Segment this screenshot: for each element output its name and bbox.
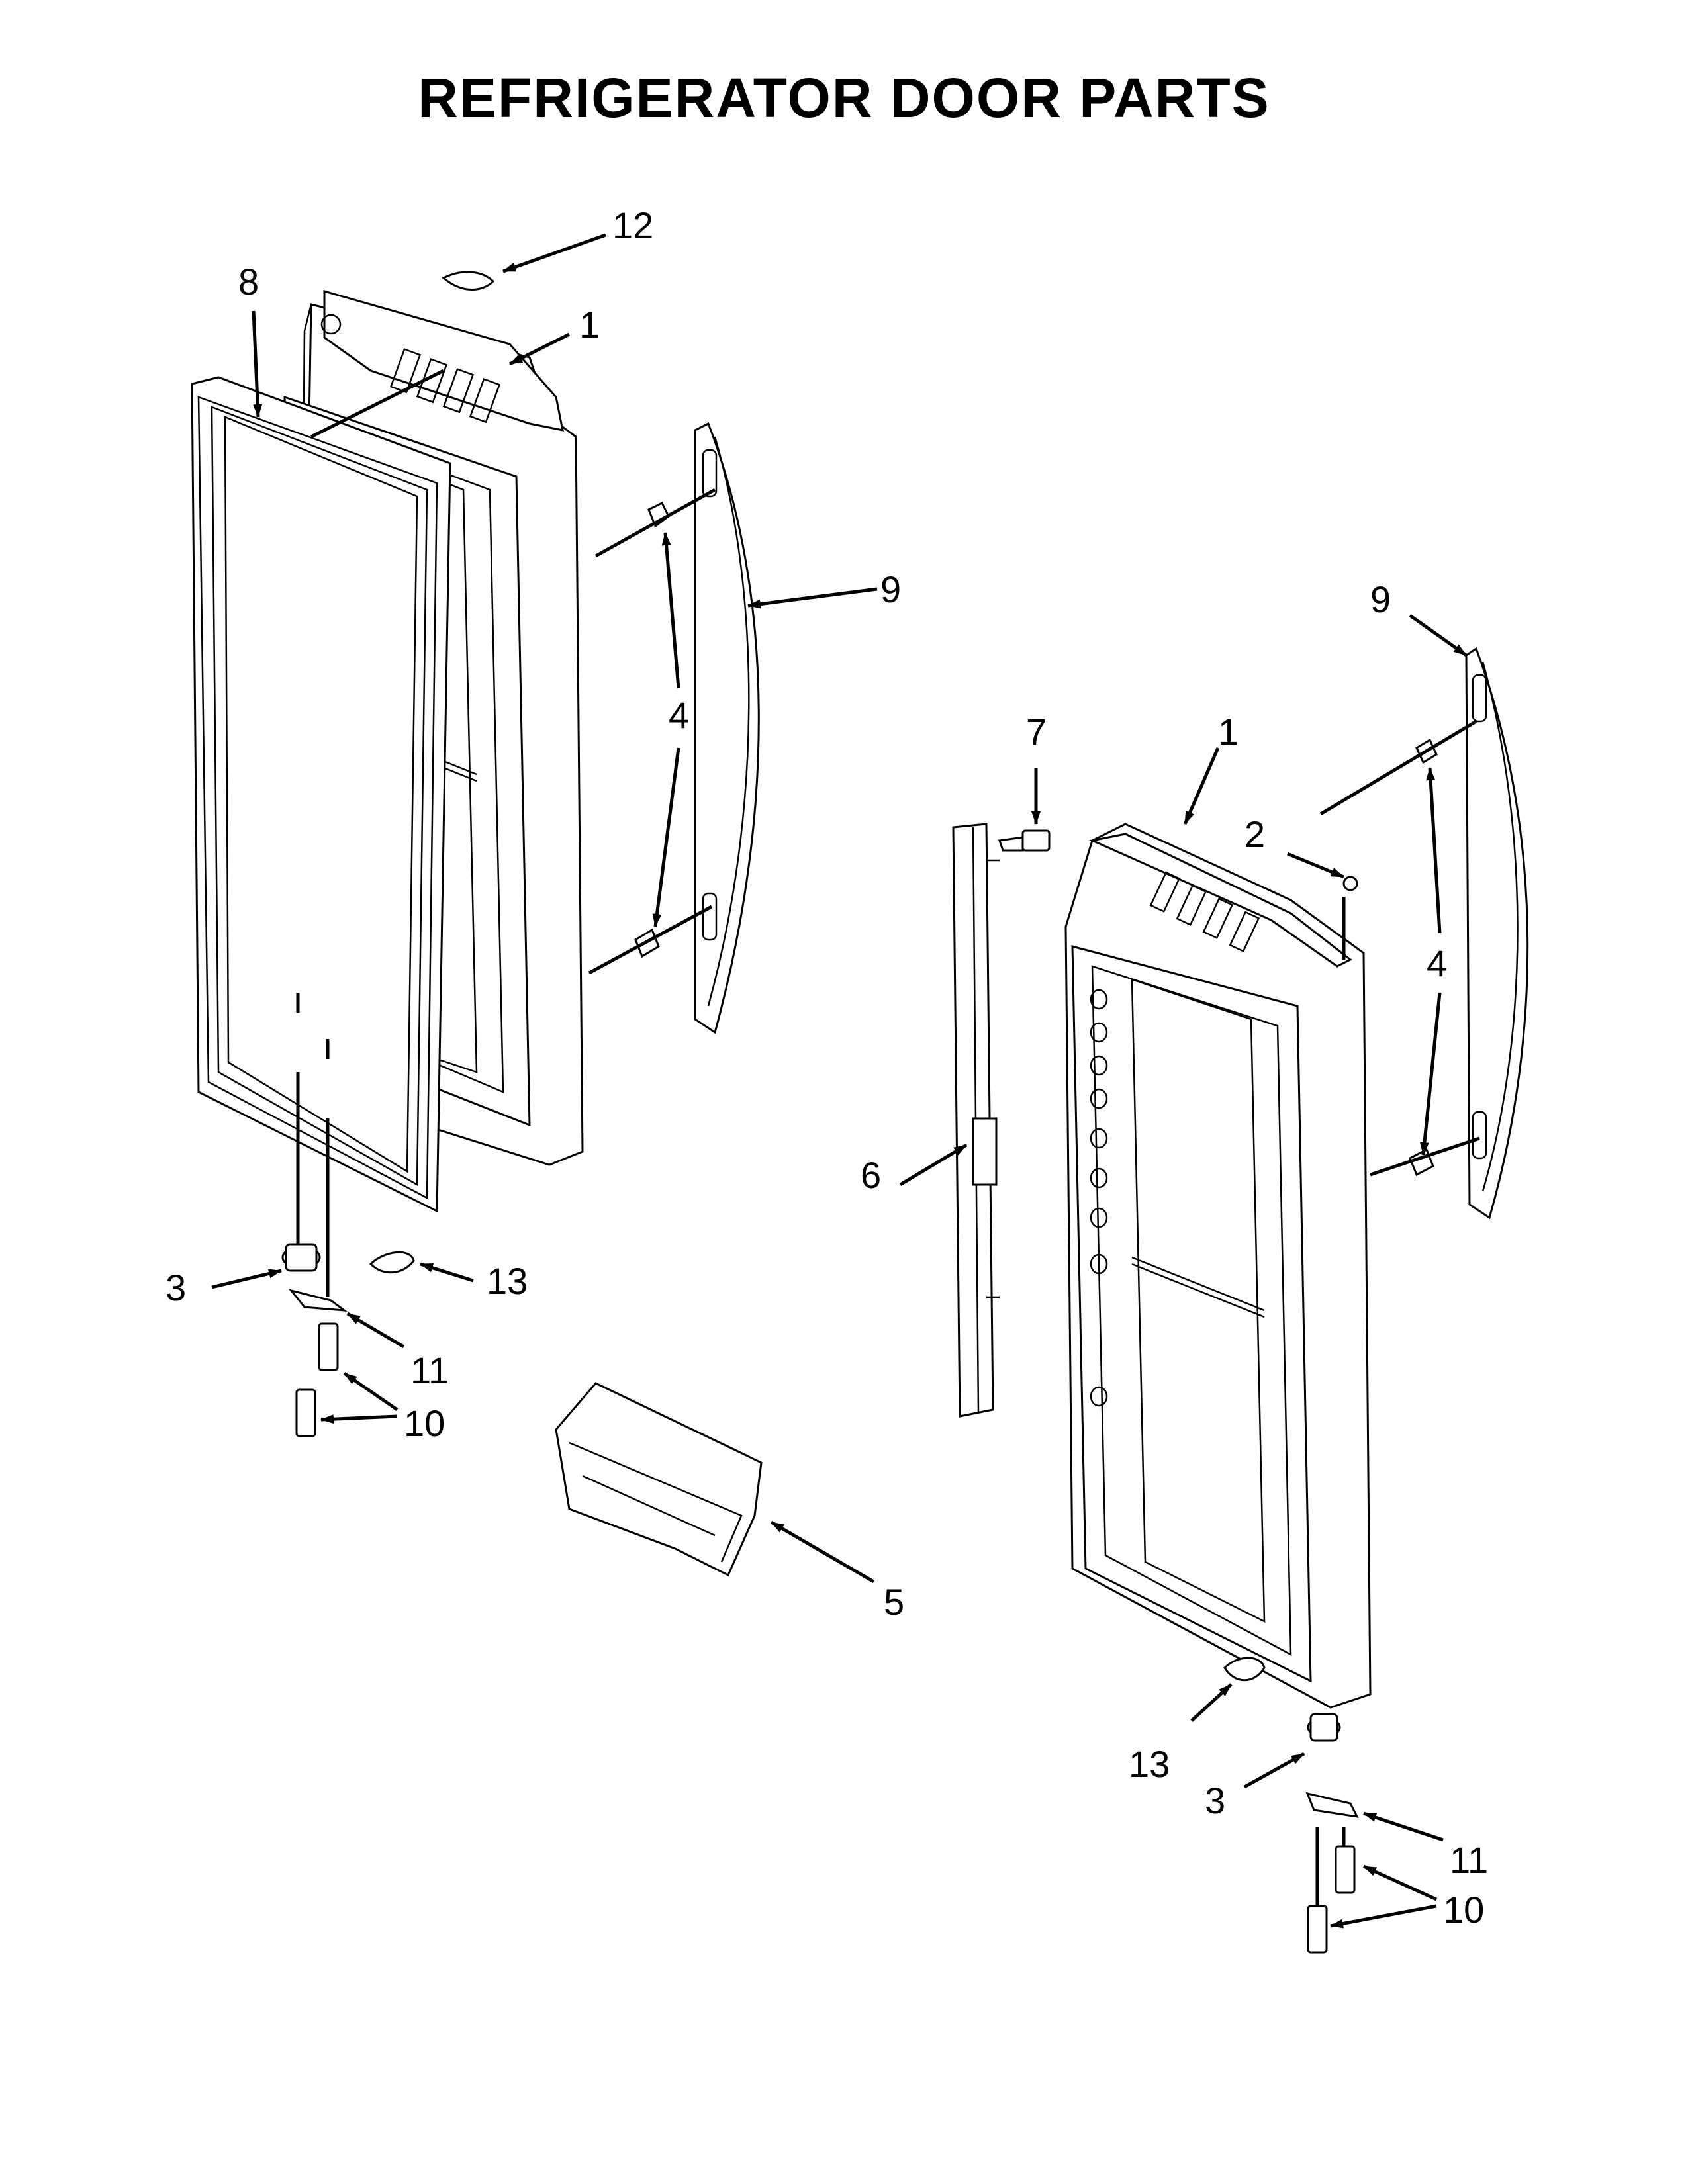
- left-handle-screws: [634, 501, 670, 958]
- callout-3-right: 3: [1205, 1780, 1225, 1821]
- callout-4-right: 4: [1427, 942, 1447, 984]
- left-hinge-parts: [281, 993, 415, 1437]
- callout-12-left: 12: [612, 205, 653, 246]
- callout-8-left: 8: [238, 261, 259, 302]
- page-title: REFRIGERATOR DOOR PARTS: [418, 67, 1270, 129]
- callout-1-left: 1: [579, 304, 600, 345]
- right-door-handle: [1465, 647, 1529, 1220]
- right-hinge-parts: [1223, 1657, 1359, 1954]
- callout-2-right: 2: [1244, 813, 1265, 855]
- callout-9-left: 9: [880, 569, 901, 610]
- callout-7: 7: [1026, 711, 1047, 752]
- center-mullion: [952, 823, 1000, 1418]
- callout-9-right: 9: [1370, 578, 1391, 620]
- left-door-handle: [694, 422, 760, 1034]
- callout-4-left: 4: [669, 694, 689, 736]
- right-door-vent-slots: [1149, 871, 1260, 952]
- mullion-screw: [998, 829, 1051, 852]
- callout-3-left: 3: [165, 1267, 186, 1308]
- callout-13-left: 13: [487, 1260, 528, 1302]
- callout-10-left: 10: [404, 1402, 445, 1444]
- left-door-gasket: [191, 376, 451, 1213]
- callout-1-right: 1: [1218, 711, 1239, 752]
- callout-13-right: 13: [1129, 1743, 1170, 1785]
- callout-11-right: 11: [1450, 1839, 1488, 1881]
- right-hinge-pin: [1342, 876, 1358, 960]
- right-door-liner: [1064, 823, 1372, 1709]
- leader-lines: [211, 233, 1480, 1929]
- callout-11-left: 11: [410, 1349, 449, 1391]
- callout-labels: 12 8 1 9 4 3 13 11 10 5 6 7 1 2 9 4 13 3…: [165, 205, 1488, 1931]
- left-gasket-top-seal: [442, 271, 495, 291]
- callout-5: 5: [884, 1581, 904, 1623]
- left-door-vent-slots: [389, 348, 501, 424]
- callout-10-right: 10: [1443, 1889, 1484, 1931]
- callout-6: 6: [861, 1154, 881, 1196]
- right-liner-shelf-bumps: [1090, 989, 1108, 1407]
- door-bin: [555, 1382, 763, 1577]
